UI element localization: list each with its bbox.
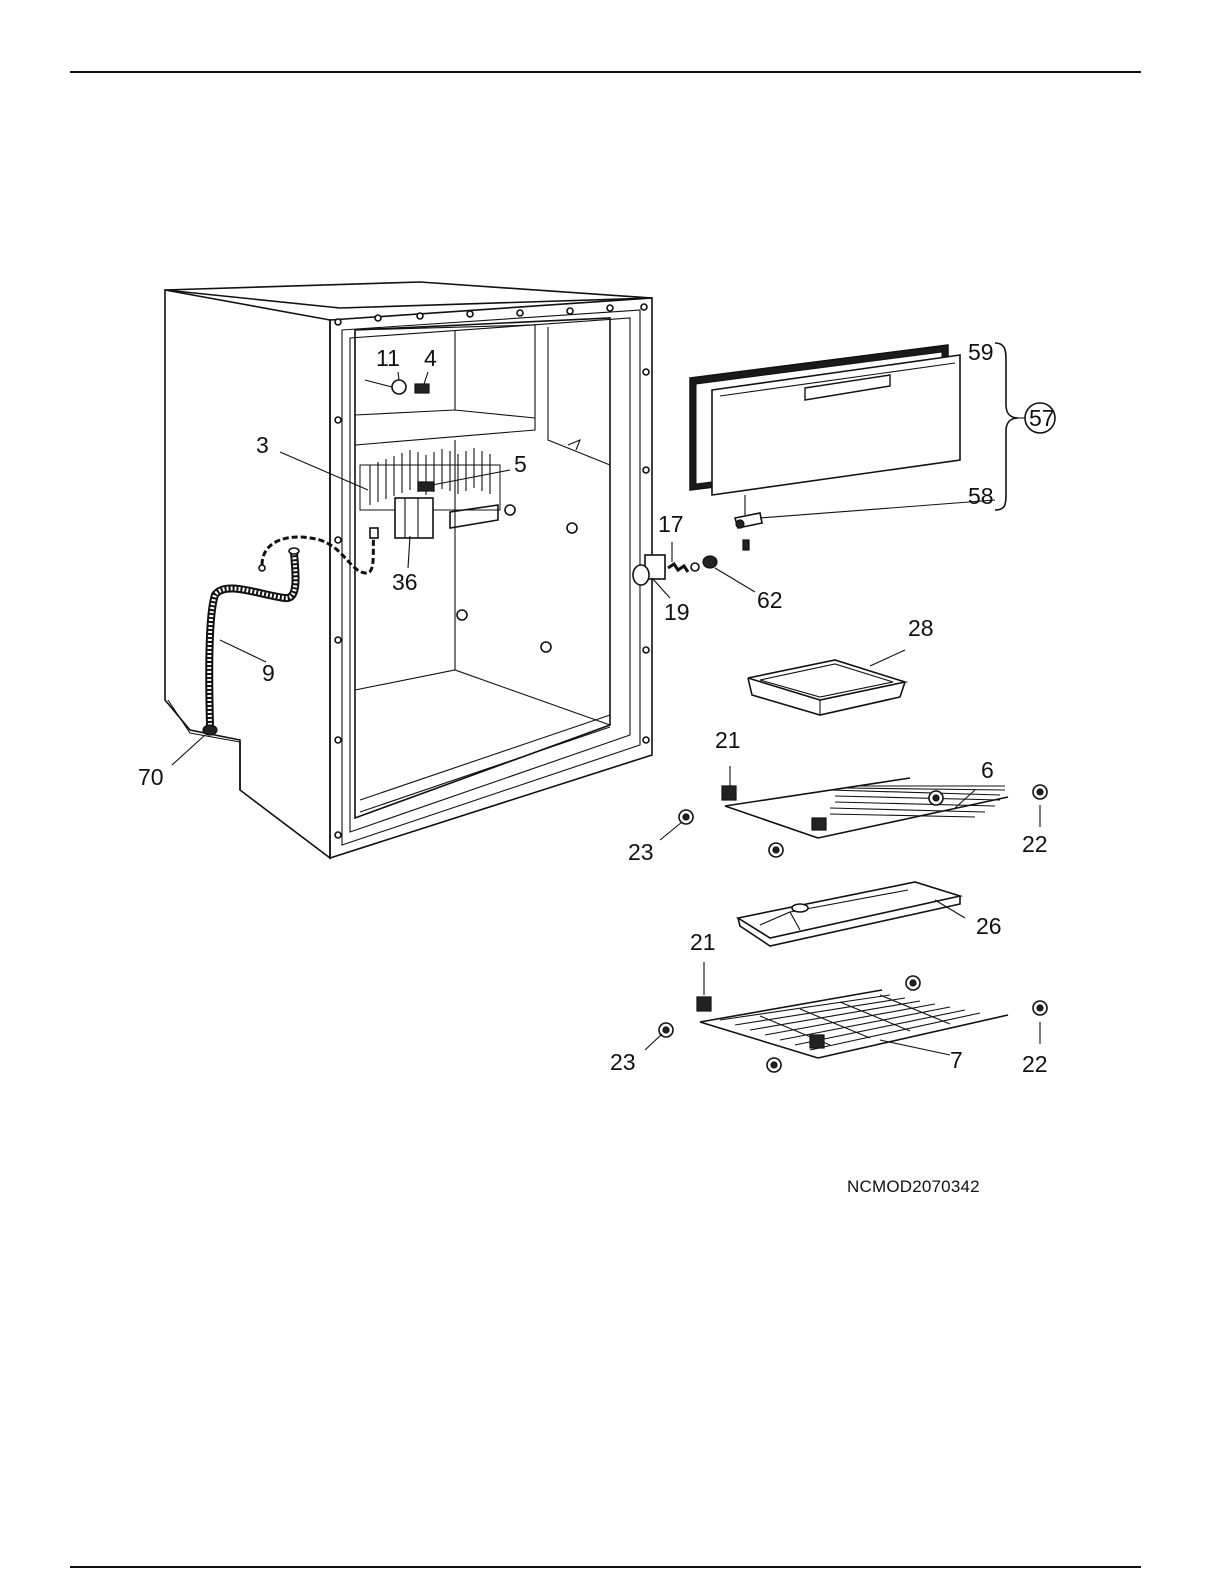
label-4: 4 (424, 345, 437, 371)
shelf-cover-part-26 (738, 882, 960, 946)
drawing-code: NCMOD2070342 (847, 1177, 980, 1197)
washer-part-11 (392, 380, 406, 394)
label-5: 5 (514, 451, 527, 477)
drip-tray-part-28 (748, 660, 905, 715)
drain-hose-part-9 (209, 548, 299, 725)
label-19: 19 (664, 599, 690, 625)
label-17: 17 (658, 511, 684, 537)
label-23-upper: 23 (628, 839, 654, 865)
label-22-lower: 22 (1022, 1051, 1048, 1077)
shelf-part-6 (722, 778, 1008, 838)
hinge-part-19 (633, 555, 665, 585)
label-9: 9 (262, 660, 275, 686)
drain-fitting-part-70 (203, 725, 217, 735)
label-22-upper: 22 (1022, 831, 1048, 857)
label-26: 26 (976, 913, 1002, 939)
label-59: 59 (968, 339, 994, 365)
door-assembly (690, 345, 960, 495)
screw-part-5 (418, 482, 434, 491)
label-23-lower: 23 (610, 1049, 636, 1075)
label-36: 36 (392, 569, 418, 595)
label-21-upper: 21 (715, 727, 741, 753)
label-21-lower: 21 (690, 929, 716, 955)
label-7: 7 (950, 1047, 963, 1073)
bracket-part-36 (395, 498, 433, 538)
spring-part-17 (668, 564, 688, 572)
label-11: 11 (376, 345, 400, 371)
label-28: 28 (908, 615, 934, 641)
label-57: 57 (1029, 405, 1055, 431)
bushing-part-62 (703, 556, 717, 568)
label-58: 58 (968, 483, 994, 509)
label-6: 6 (981, 757, 994, 783)
screw-part-4 (415, 384, 429, 393)
label-3: 3 (256, 432, 269, 458)
label-62: 62 (757, 587, 783, 613)
footer-rule (70, 1566, 1141, 1568)
label-70: 70 (138, 764, 164, 790)
